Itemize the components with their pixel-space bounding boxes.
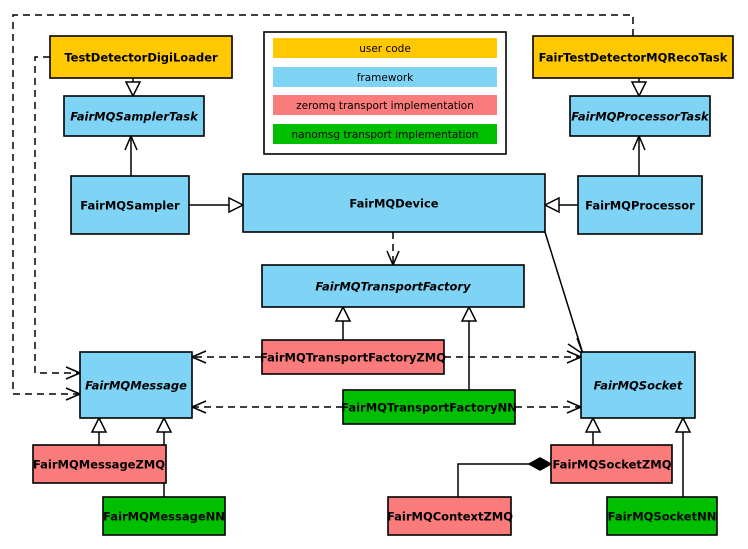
edge-device-depends-transportfactory <box>386 232 400 267</box>
legend-swatch-user-code <box>273 38 497 58</box>
node-box[interactable] <box>580 351 696 419</box>
node-TestDetectorDigiLoader[interactable]: TestDetectorDigiLoader <box>49 35 233 79</box>
node-label: FairMQSocketNN <box>608 510 717 524</box>
node-FairMQMessageNN[interactable]: FairMQMessageNN <box>102 496 226 536</box>
node-label: FairMQTransportFactoryNN <box>341 401 517 415</box>
node-FairMQMessageZMQ[interactable]: FairMQMessageZMQ <box>32 444 167 484</box>
node-FairMQSamplerTask[interactable]: FairMQSamplerTask <box>63 95 205 137</box>
edge-sampler-inherits-device <box>189 196 245 214</box>
edge-messagezmq-inherits-message <box>90 416 108 445</box>
edge-recotask-inherits-processortask <box>630 78 648 98</box>
node-label: FairMQMessageNN <box>103 510 225 524</box>
edge-factorynn-creates-message <box>190 400 343 414</box>
edge-factoryzmq-inherits-factory <box>334 305 352 340</box>
node-layer: TestDetectorDigiLoader FairTestDetectorM… <box>32 35 734 536</box>
node-FairMQTransportFactoryNN[interactable]: FairMQTransportFactoryNN <box>341 389 517 425</box>
node-FairMQTransportFactoryZMQ[interactable]: FairMQTransportFactoryZMQ <box>260 339 446 375</box>
node-FairMQDevice[interactable]: FairMQDevice <box>242 173 546 233</box>
legend-label-user-code: user code <box>359 43 411 55</box>
legend-label-framework: framework <box>357 72 414 84</box>
edge-layer <box>12 14 692 497</box>
node-FairMQSocketNN[interactable]: FairMQSocketNN <box>606 496 718 536</box>
node-FairMQSampler[interactable]: FairMQSampler <box>70 175 190 235</box>
node-box[interactable] <box>342 389 516 425</box>
node-FairMQContextZMQ[interactable]: FairMQContextZMQ <box>387 496 513 536</box>
node-label: FairMQMessage <box>85 379 187 393</box>
node-box[interactable] <box>63 95 205 137</box>
edge-factorynn-creates-socket <box>515 400 583 414</box>
node-FairMQSocketZMQ[interactable]: FairMQSocketZMQ <box>550 444 673 484</box>
edge-factorynn-inherits-factory <box>460 305 478 390</box>
node-box[interactable] <box>242 173 546 233</box>
edge-socketnn-inherits-socket <box>674 416 692 497</box>
node-box[interactable] <box>261 264 525 308</box>
node-FairMQTransportFactory[interactable]: FairMQTransportFactory <box>261 264 525 308</box>
edge-device-uses-socket <box>544 231 585 356</box>
edge-digiloader-inherits-samplertask <box>124 78 142 98</box>
edge-factoryzmq-creates-message <box>190 350 262 364</box>
node-box[interactable] <box>606 496 718 536</box>
edge-factoryzmq-creates-socket <box>444 350 583 364</box>
node-label: FairMQProcessorTask <box>571 110 710 124</box>
legend-swatch-framework <box>273 67 497 87</box>
edge-processor-uses-processortask <box>632 134 646 176</box>
node-box[interactable] <box>387 496 512 536</box>
node-label: FairMQProcessor <box>585 199 695 213</box>
legend-label-nanomsg: nanomsg transport implementation <box>292 129 479 141</box>
node-FairMQMessage[interactable]: FairMQMessage <box>79 351 193 419</box>
node-label: FairMQMessageZMQ <box>33 458 165 472</box>
node-label: FairMQSocket <box>594 379 683 393</box>
node-box[interactable] <box>569 95 711 137</box>
node-label: FairMQTransportFactory <box>315 280 471 294</box>
node-FairMQProcessorTask[interactable]: FairMQProcessorTask <box>569 95 711 137</box>
node-box[interactable] <box>550 444 673 484</box>
legend-swatch-nanomsg <box>273 124 497 144</box>
edge-sampler-uses-samplertask <box>124 134 138 176</box>
node-box[interactable] <box>577 175 703 235</box>
node-label: TestDetectorDigiLoader <box>64 51 218 65</box>
node-box[interactable] <box>49 35 233 79</box>
node-box[interactable] <box>532 35 734 79</box>
node-FairMQSocket[interactable]: FairMQSocket <box>580 351 696 419</box>
edge-socketzmq-composes-contextzmq <box>457 457 553 497</box>
node-FairTestDetectorMQRecoTask[interactable]: FairTestDetectorMQRecoTask <box>532 35 734 79</box>
node-label: FairMQTransportFactoryZMQ <box>260 351 446 365</box>
node-label: FairMQSampler <box>80 199 180 213</box>
node-box[interactable] <box>102 496 226 536</box>
node-label: FairMQContextZMQ <box>387 510 513 524</box>
legend-swatch-zeromq <box>273 95 497 115</box>
node-box[interactable] <box>261 339 445 375</box>
edge-processor-inherits-device <box>543 196 578 214</box>
legend-label-zeromq: zeromq transport implementation <box>296 100 474 112</box>
node-box[interactable] <box>32 444 167 484</box>
node-box[interactable] <box>79 351 193 419</box>
node-label: FairMQSocketZMQ <box>553 458 672 472</box>
node-label: FairMQSamplerTask <box>70 110 199 124</box>
node-FairMQProcessor[interactable]: FairMQProcessor <box>577 175 703 235</box>
node-label: FairMQDevice <box>349 197 438 211</box>
node-box[interactable] <box>70 175 190 235</box>
node-label: FairTestDetectorMQRecoTask <box>539 51 728 65</box>
edge-socketzmq-inherits-socket <box>584 416 602 445</box>
legend: user code framework zeromq transport imp… <box>263 31 507 155</box>
